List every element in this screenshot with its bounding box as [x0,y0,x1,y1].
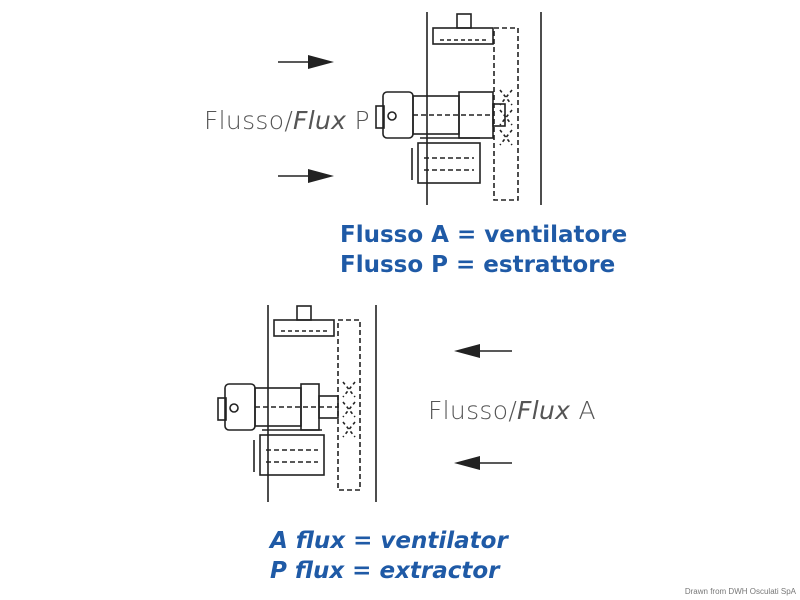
top-legend-line-2: Flusso P = estrattore [340,252,616,278]
bottom-flow-label-suffix: A [570,396,596,425]
top-fan-unit [375,12,542,205]
credit-text: Drawn from DWH Osculati SpA [684,587,796,596]
top-legend: Flusso A = ventilatore Flusso P = estrat… [340,220,627,280]
bottom-flow-label-prefix: Flusso/ [428,396,518,425]
bottom-legend-line-2: P flux = extractor [270,558,500,584]
top-flow-label: Flusso/Flux P [204,108,370,133]
bottom-legend-line-1: A flux = ventilator [270,528,508,554]
bottom-flow-label-italic: Flux [517,396,571,425]
top-flow-label-suffix: P [346,106,370,135]
bottom-fan-unit [217,305,377,502]
top-flow-arrows [278,55,334,183]
top-flow-label-italic: Flux [293,106,347,135]
top-flow-label-prefix: Flusso/ [204,106,294,135]
bottom-flow-label: Flusso/Flux A [428,398,596,423]
bottom-flow-arrows [454,344,512,470]
top-legend-line-1: Flusso A = ventilatore [340,222,628,248]
bottom-legend: A flux = ventilator P flux = extractor [270,526,508,586]
